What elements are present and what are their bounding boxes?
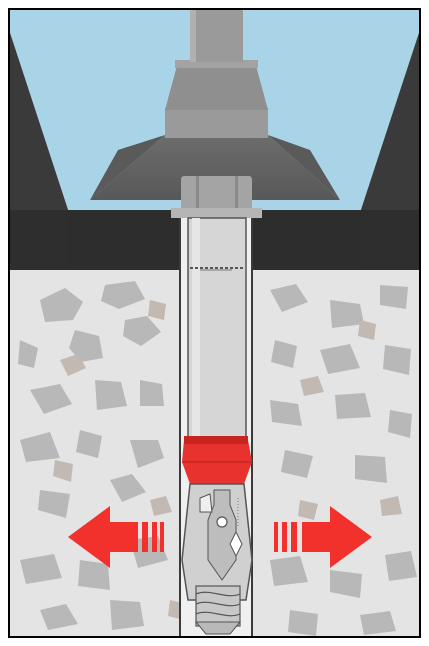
bolt-nut xyxy=(181,176,252,210)
column-collar-bottom xyxy=(165,108,268,138)
bolt-washer xyxy=(171,208,262,218)
column-shaft xyxy=(190,9,243,62)
column-collar-flare xyxy=(165,62,268,110)
